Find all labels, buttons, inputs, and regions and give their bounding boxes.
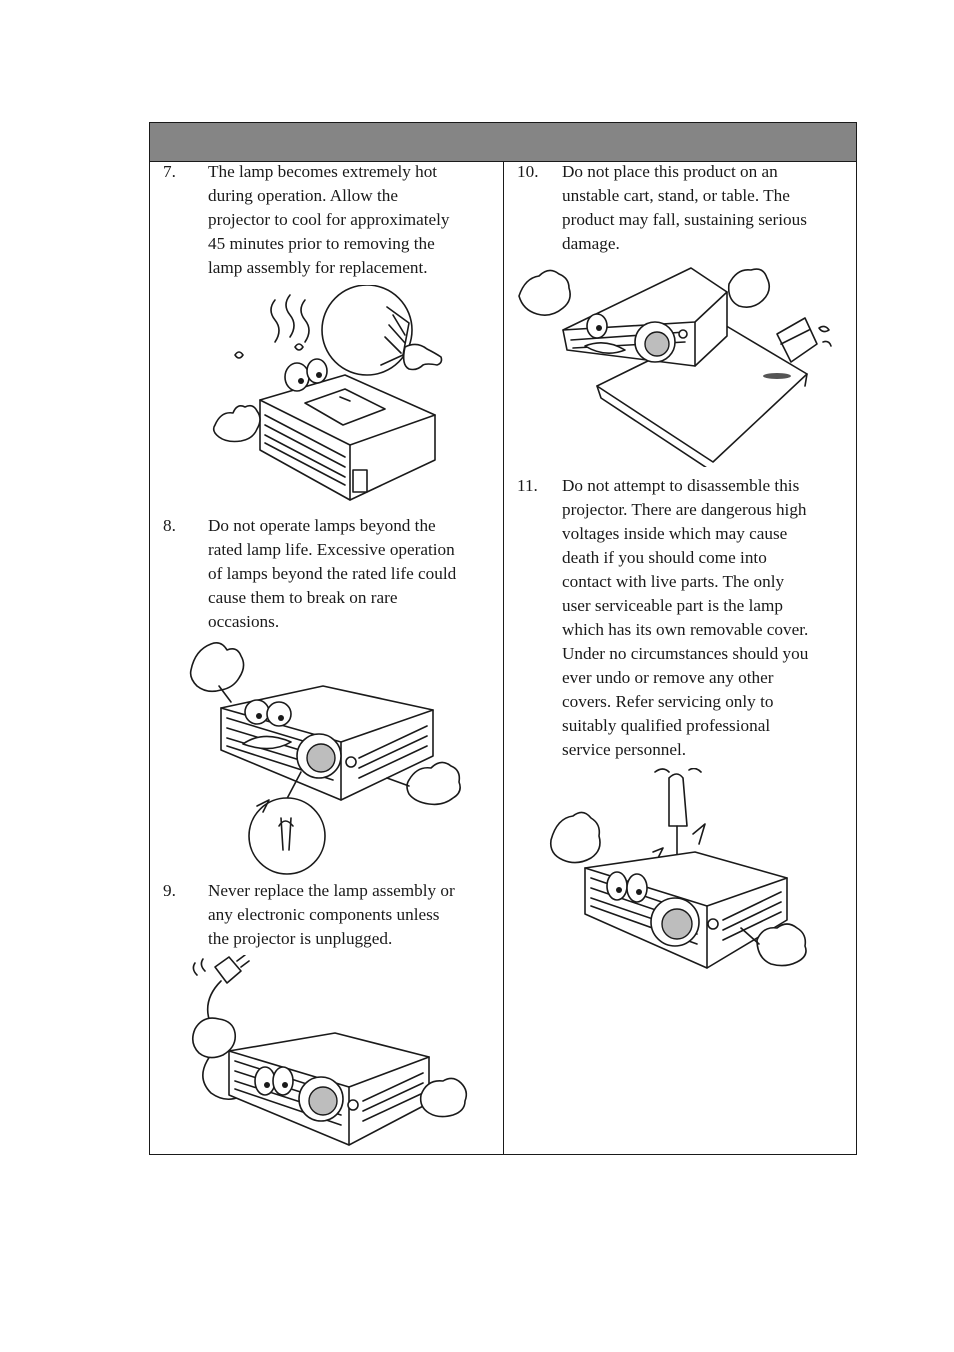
item-number: 8. xyxy=(163,516,176,535)
item-text: The lamp becomes extremely hot during op… xyxy=(208,162,450,277)
safety-item-9: 9. Never replace the lamp assembly or an… xyxy=(163,879,493,954)
item-text: Do not place this product on an unstable… xyxy=(562,162,807,253)
safety-item-10: 10. Do not place this product on an unst… xyxy=(517,160,847,260)
table-header-bar xyxy=(150,123,856,162)
item-number: 11. xyxy=(517,476,538,495)
unplugged-projector-illustration xyxy=(191,955,468,1146)
safety-item-8: 8. Do not operate lamps beyond the rated… xyxy=(163,514,493,639)
item-number: 10. xyxy=(517,162,539,181)
safety-instructions-table xyxy=(149,122,857,1155)
hot-projector-illustration xyxy=(212,285,443,501)
safety-item-7: 7. The lamp becomes extremely hot during… xyxy=(163,160,493,285)
screwdriver-disassembly-illustration xyxy=(549,768,807,969)
item-text: Do not attempt to disassemble this proje… xyxy=(562,476,809,759)
item-text: Do not operate lamps beyond the rated la… xyxy=(208,516,457,631)
item-number: 9. xyxy=(163,881,176,900)
lamp-life-illustration xyxy=(189,642,461,875)
column-divider xyxy=(503,162,504,1155)
item-number: 7. xyxy=(163,162,176,181)
safety-item-11: 11. Do not attempt to disassemble this p… xyxy=(517,474,847,769)
item-text: Never replace the lamp assembly or any e… xyxy=(208,881,455,948)
falling-projector-illustration xyxy=(518,267,832,467)
